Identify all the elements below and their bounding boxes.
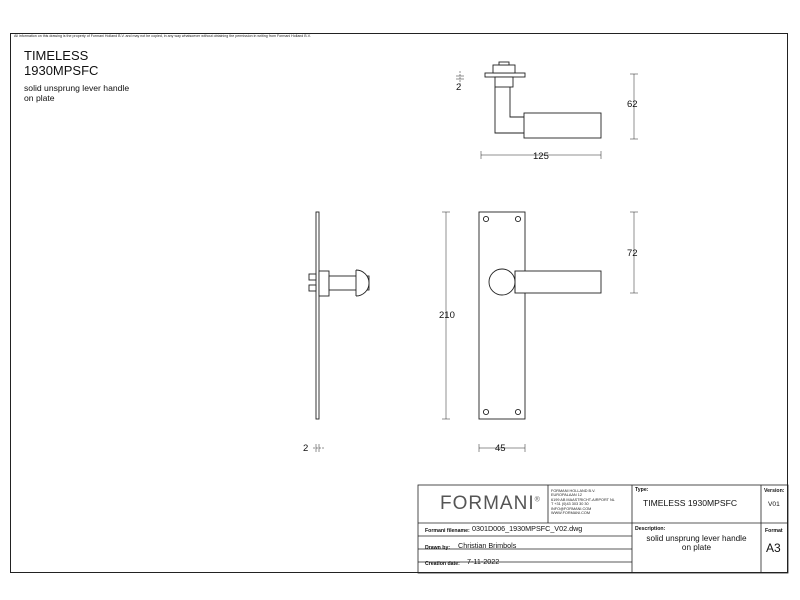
formani-logo-text: FORMANI xyxy=(440,493,535,514)
description-label: Description: xyxy=(635,526,666,532)
front-view-screw-top-right xyxy=(514,215,522,223)
dim-front-lever-height: 72 xyxy=(627,248,638,259)
creation-date-value: 7-11-2022 xyxy=(467,557,500,566)
address-line: T +31 (0)43 303 30 30 xyxy=(551,502,589,507)
front-view-screw-top-left xyxy=(482,215,490,223)
address-line: FORMANI HOLLAND B.V. xyxy=(551,489,596,493)
front-view-rose xyxy=(488,268,516,296)
top-view-rose-collar xyxy=(492,64,516,74)
filename-value: 0301D006_1930MPSFC_V02.dwg xyxy=(472,524,583,533)
disclaimer-text: All information on this drawing is the p… xyxy=(14,34,311,38)
address-line: WWW.FORMANI.COM xyxy=(551,511,591,516)
drawn-by-label: Drawn by: xyxy=(425,545,451,551)
top-view-rose-plate xyxy=(484,72,526,78)
top-view-neck xyxy=(494,76,514,88)
creation-date-label: Creation date: xyxy=(425,561,460,567)
registered-mark: ® xyxy=(534,496,541,504)
side-view-spindle-lower xyxy=(308,284,317,292)
side-view-plate xyxy=(315,211,320,420)
drawing-sheet-border xyxy=(10,33,788,573)
side-view-lever-end xyxy=(355,269,370,297)
version-label: Version: xyxy=(764,488,785,494)
type-label: Type: xyxy=(635,487,649,493)
front-view xyxy=(478,211,602,420)
top-view xyxy=(484,61,602,139)
top-view-spindle xyxy=(498,61,510,66)
filename-label: Formani filename: xyxy=(425,528,470,534)
front-view-backplate xyxy=(478,211,526,420)
address-line: EUROPALAAN 12 xyxy=(551,493,582,498)
product-description: solid unsprung lever handle on plate xyxy=(24,83,129,103)
address-line: INFO@FORMANI.COM xyxy=(551,506,592,511)
formani-logo: FORMANI® xyxy=(440,493,541,515)
top-view-lever-arm xyxy=(494,87,524,134)
front-view-screw-bottom-left xyxy=(482,408,490,416)
dim-top-thickness: 2 xyxy=(456,82,462,93)
side-view xyxy=(308,211,370,420)
product-description-line-2: on plate xyxy=(24,93,55,103)
product-description-line-1: solid unsprung lever handle xyxy=(24,83,130,93)
drawn-by-value: Christian Brimbols xyxy=(458,541,517,550)
side-view-collar xyxy=(318,270,330,297)
format-value: A3 xyxy=(766,541,781,555)
title-block-grid xyxy=(417,484,789,574)
dim-front-plate-height: 210 xyxy=(439,310,455,321)
company-address: FORMANI HOLLAND B.V. EUROPALAAN 12 6199 … xyxy=(551,489,615,515)
description-line-2: on plate xyxy=(681,543,712,552)
format-label: Format xyxy=(765,528,783,534)
front-view-lever-grip xyxy=(514,270,602,294)
front-view-screw-bottom-right xyxy=(514,408,522,416)
dim-top-height: 62 xyxy=(627,99,638,110)
address-line: 6199 AB MAASTRICHT-AIRPORT NL xyxy=(551,497,615,502)
top-view-lever-grip xyxy=(523,112,602,139)
description-line-1: solid unsprung lever handle xyxy=(646,534,747,543)
type-value: TIMELESS 1930MPSFC xyxy=(643,498,738,508)
product-title: TIMELESS 1930MPSFC xyxy=(24,48,98,78)
version-value: V01 xyxy=(768,501,780,508)
description-value: solid unsprung lever handle on plate xyxy=(634,534,759,552)
product-title-line-1: TIMELESS xyxy=(24,48,89,63)
product-title-line-2: 1930MPSFC xyxy=(24,63,99,78)
side-view-spindle-upper xyxy=(308,273,317,281)
dim-side-thickness: 2 xyxy=(303,443,309,454)
dim-front-width: 45 xyxy=(495,443,506,454)
dim-top-length: 125 xyxy=(533,151,549,162)
